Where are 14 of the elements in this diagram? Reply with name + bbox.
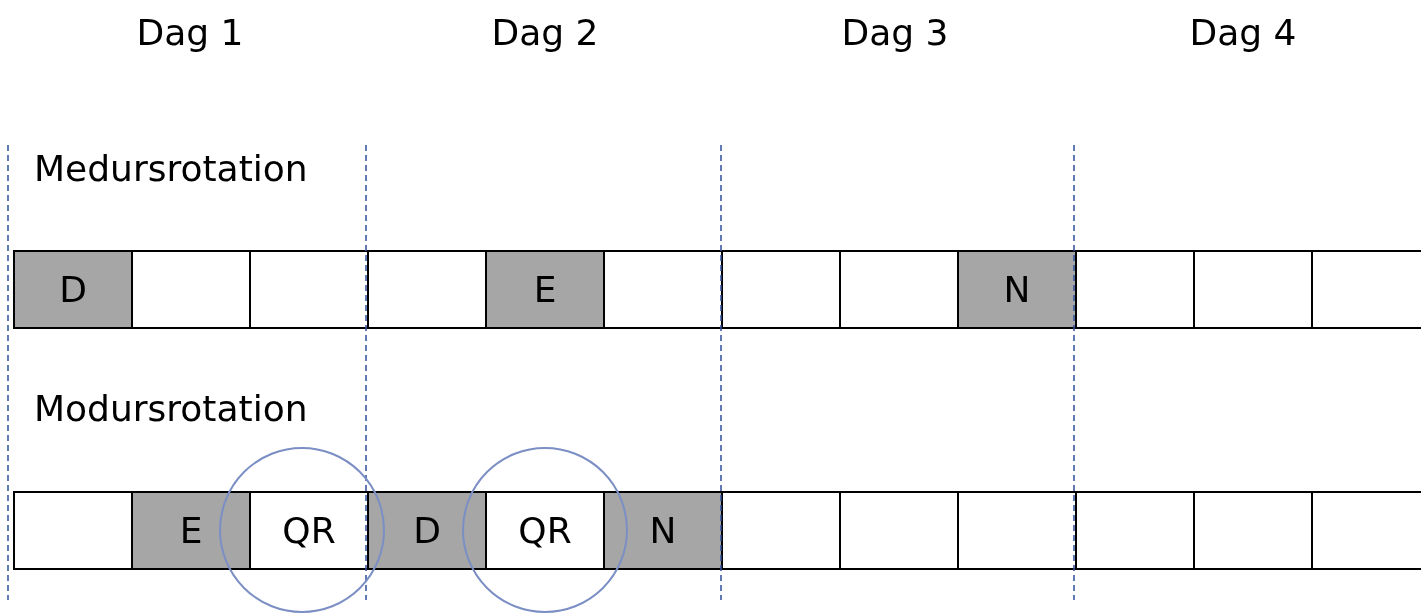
shift-cell: E [485,250,605,329]
shift-cell: N [957,250,1077,329]
day-heading: Dag 1 [136,11,244,53]
shift-cell: N [603,491,723,570]
day-heading: Dag 2 [491,11,599,53]
row-heading: Medursrotation [34,147,308,189]
day-heading: Dag 4 [1189,11,1297,53]
shift-cell: E [131,491,251,570]
row-heading: Modursrotation [34,387,308,429]
shift-cell: D [13,250,133,329]
day-heading: Dag 3 [841,11,949,53]
highlight-circle [462,447,628,613]
shift-cell: D [367,491,487,570]
highlight-circle [219,447,385,613]
